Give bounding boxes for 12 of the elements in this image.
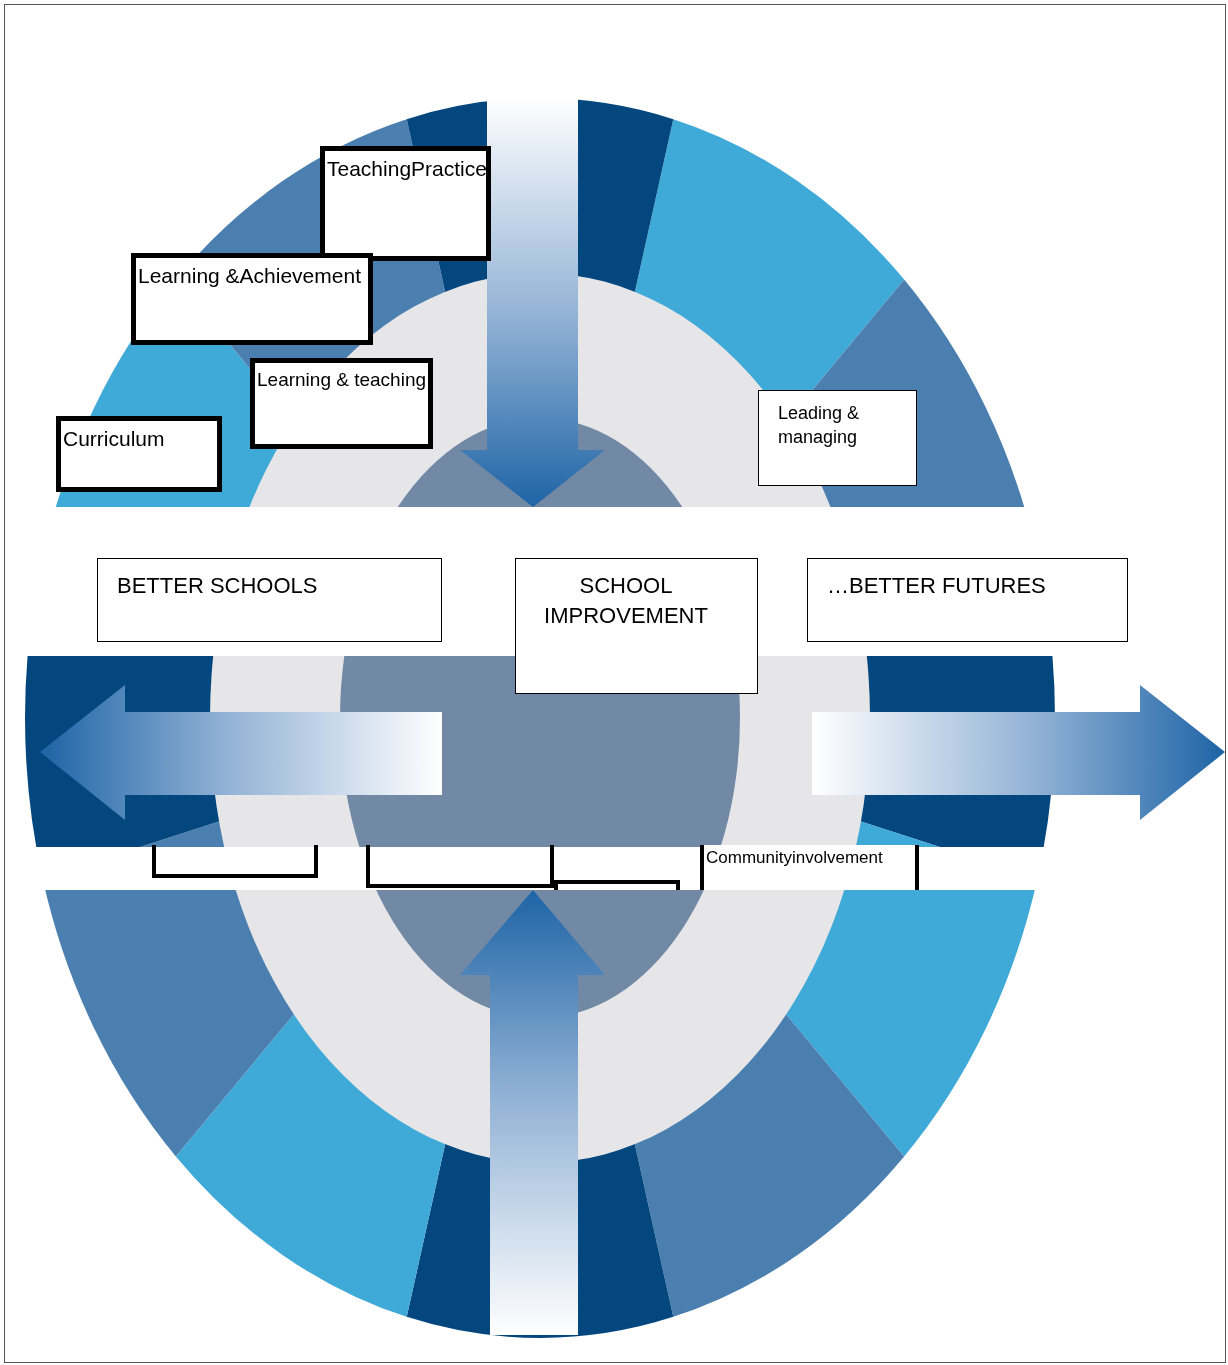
label-box: Communityinvolvement xyxy=(700,845,919,890)
label-box: Leading & managing xyxy=(758,390,917,486)
empty-box xyxy=(554,880,680,890)
label-box: …BETTER FUTURES xyxy=(807,558,1128,642)
label-box: SCHOOL IMPROVEMENT xyxy=(515,558,758,694)
label-box: Learning & teaching xyxy=(250,358,433,449)
label-box: TeachingPractice xyxy=(320,146,491,261)
empty-box xyxy=(152,845,318,878)
label-box: Learning &Achievement xyxy=(131,253,373,345)
label-box: Curriculum xyxy=(56,416,222,492)
label-box: BETTER SCHOOLS xyxy=(97,558,442,642)
empty-box xyxy=(366,845,554,888)
